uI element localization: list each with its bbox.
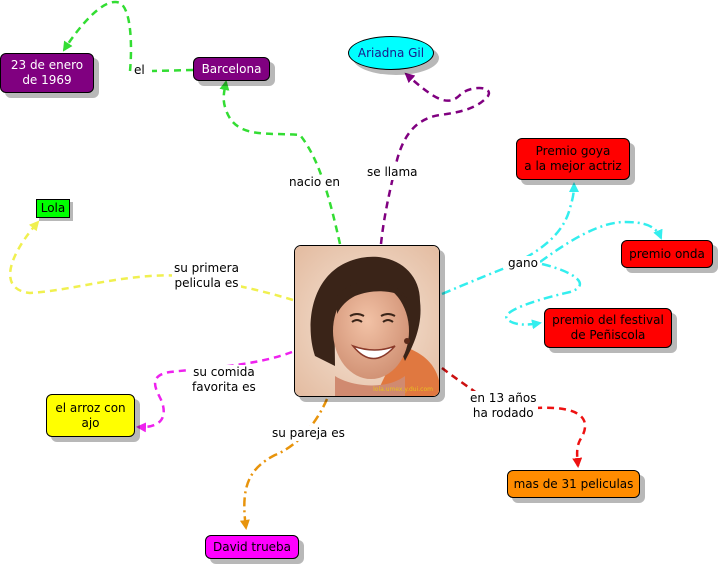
node-arroz-con-ajo[interactable]: el arroz con ajo [46,394,135,437]
label-gano: gano [506,256,540,271]
link-su-comida [136,350,293,433]
label-se-llama: se llama [365,165,420,180]
link-gano-peniscola [505,262,582,330]
link-gano-onda [539,220,663,264]
label-su-comida: su comida favorita es [190,365,258,395]
link-su-primera [8,220,294,302]
link-el-left [62,0,133,72]
node-birth-date[interactable]: 23 de enero de 1969 [0,53,94,93]
link-se-llama [379,72,491,245]
link-en-13-b [534,406,587,468]
photo-credit: lola.umex.y.dui.com [373,386,433,393]
link-nacio-en [219,80,342,245]
node-premio-peniscola[interactable]: premio del festival de Peñiscola [544,308,672,348]
portrait-image [295,246,439,396]
node-david-trueba[interactable]: David trueba [205,535,299,559]
label-nacio-en: nacio en [287,175,343,190]
label-su-primera: su primera pelicula es [172,261,241,291]
node-premio-onda[interactable]: premio onda [621,240,713,268]
link-el-right [151,68,194,73]
node-premio-goya[interactable]: Premio goya a la mejor actriz [516,138,630,180]
link-su-pareja [239,398,329,530]
label-su-pareja: su pareja es [270,426,347,441]
node-ariadna-gil[interactable]: Ariadna Gil [348,36,434,70]
node-barcelona[interactable]: Barcelona [193,57,270,81]
node-peliculas[interactable]: mas de 31 peliculas [507,470,640,498]
center-photo[interactable]: lola.umex.y.dui.com [294,245,440,397]
link-gano-goya [524,182,579,260]
node-lola[interactable]: Lola [36,199,70,218]
label-en-13: en 13 años ha rodado [468,391,539,421]
label-el: el [132,63,147,78]
